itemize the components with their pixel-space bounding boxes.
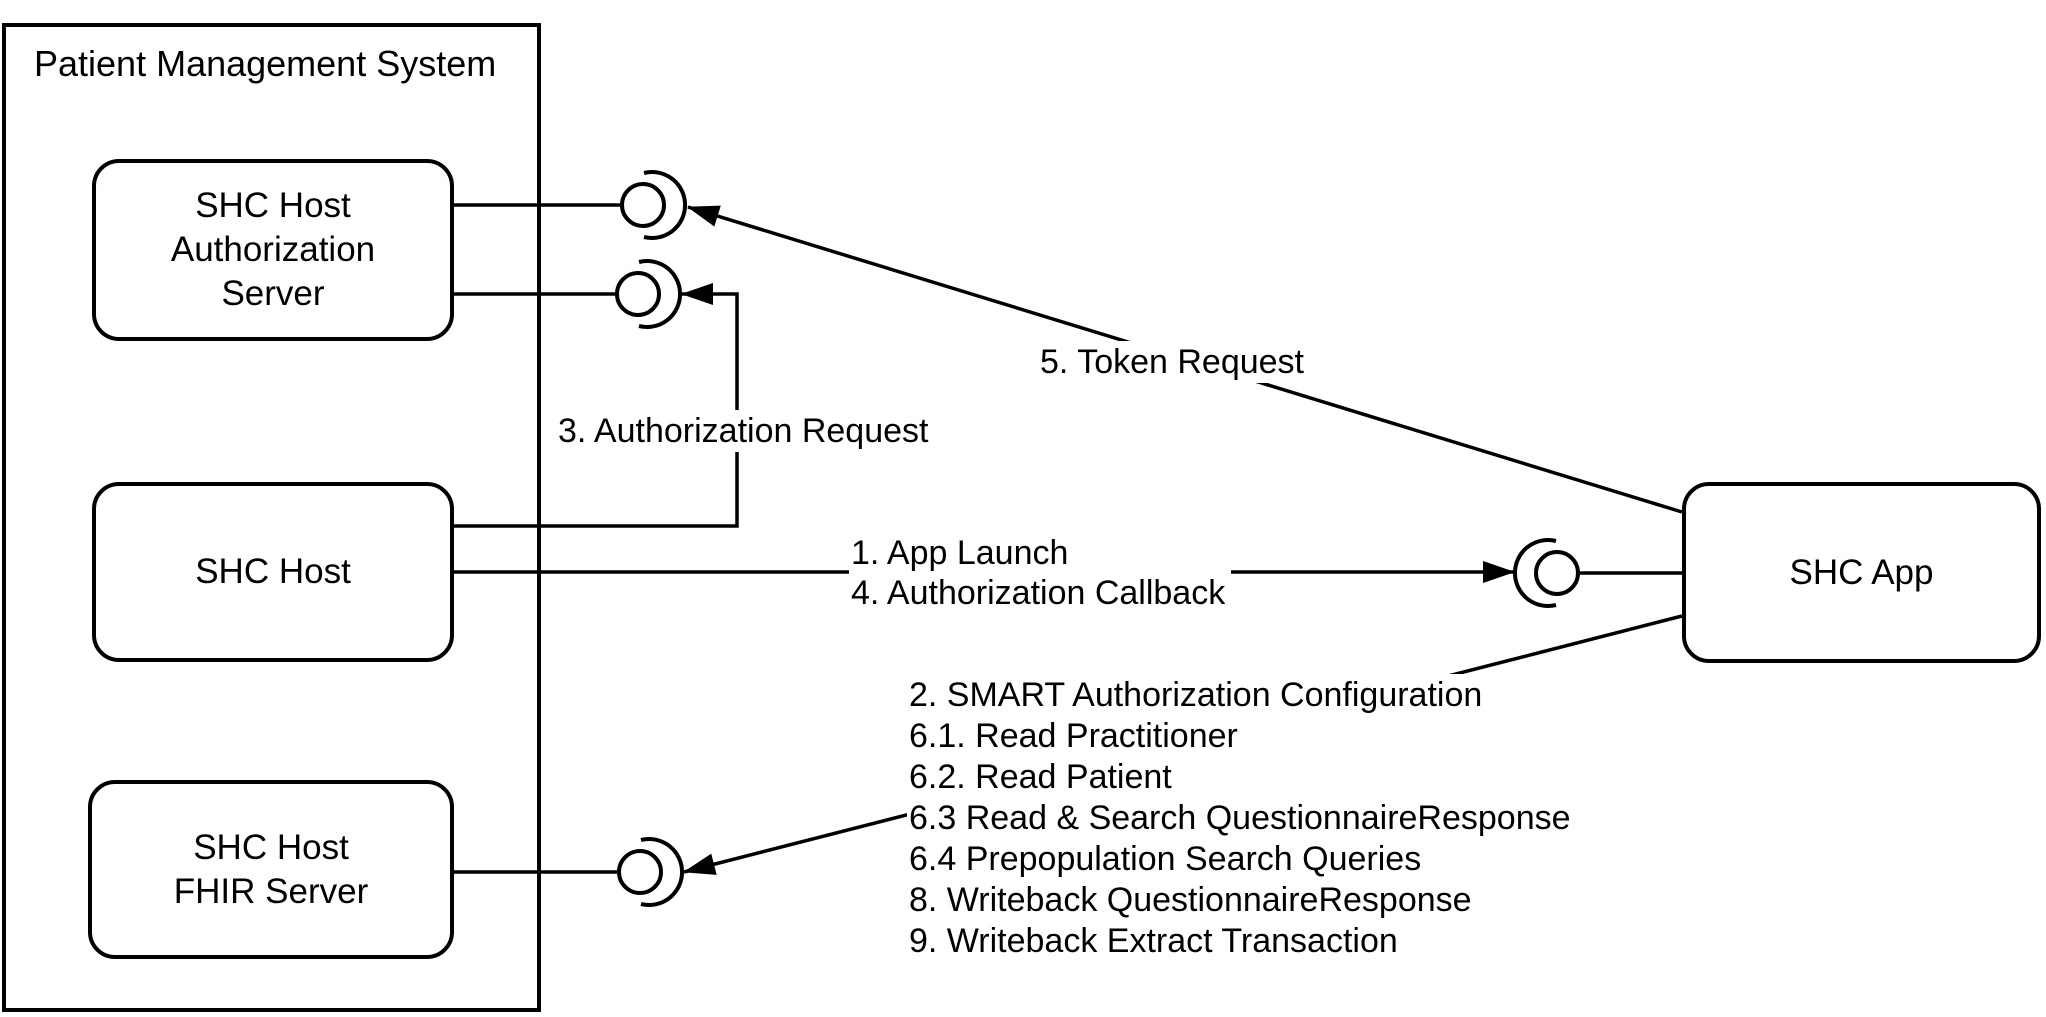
box-shc-app: SHC App — [1682, 482, 2041, 663]
authreq-required-interface-socket-icon — [638, 259, 683, 329]
box-shc-app-label: SHC App — [1789, 552, 1934, 592]
authreq-provided-interface-ball-icon — [615, 271, 661, 317]
edge-label-authorization-request: 3. Authorization Request — [556, 410, 935, 452]
token-provided-interface-ball-icon — [620, 182, 666, 228]
box-shc-host-fhir-server: SHC Host FHIR Server — [88, 780, 454, 959]
app-provided-interface-ball-icon — [1534, 550, 1580, 596]
edge-label-fhir-operations: 2. SMART Authorization Configuration 6.1… — [907, 674, 1577, 963]
app-required-interface-socket-icon — [1512, 538, 1557, 608]
edge-label-prepopulation-search-queries: 6.4 Prepopulation Search Queries — [909, 840, 1422, 878]
edge-label-token-request: 5. Token Request — [1038, 341, 1310, 383]
edge-label-read-patient: 6.2. Read Patient — [909, 758, 1172, 796]
system-boundary-box — [2, 23, 541, 1012]
edge-label-read-practitioner: 6.1. Read Practitioner — [909, 717, 1238, 755]
edge-label-writeback-questionnaireresponse: 8. Writeback QuestionnaireResponse — [909, 881, 1472, 919]
box-shc-host-authorization-server-label: SHC Host Authorization Server — [170, 186, 376, 313]
edge-label-app-launch-line1: 1. App Launch — [851, 534, 1069, 572]
box-shc-host: SHC Host — [92, 482, 454, 662]
box-shc-host-label: SHC Host — [195, 552, 351, 591]
token-required-interface-socket-icon — [643, 170, 688, 240]
edge-label-read-search-questionnaireresponse: 6.3 Read & Search QuestionnaireResponse — [909, 799, 1571, 837]
edge-label-app-launch: 1. App Launch 4. Authorization Callback — [849, 532, 1232, 614]
box-shc-host-authorization-server: SHC Host Authorization Server — [92, 159, 454, 341]
edge-label-smart-configuration: 2. SMART Authorization Configuration — [909, 676, 1483, 714]
box-shc-host-fhir-server-label: SHC Host FHIR Server — [173, 827, 369, 911]
fhir-required-interface-socket-icon — [640, 837, 685, 907]
system-boundary-title: Patient Management System — [34, 43, 497, 84]
edge-label-writeback-extract-transaction: 9. Writeback Extract Transaction — [909, 922, 1398, 960]
edge-label-authorization-callback-line2: 4. Authorization Callback — [851, 574, 1226, 612]
fhir-provided-interface-ball-icon — [617, 849, 663, 895]
